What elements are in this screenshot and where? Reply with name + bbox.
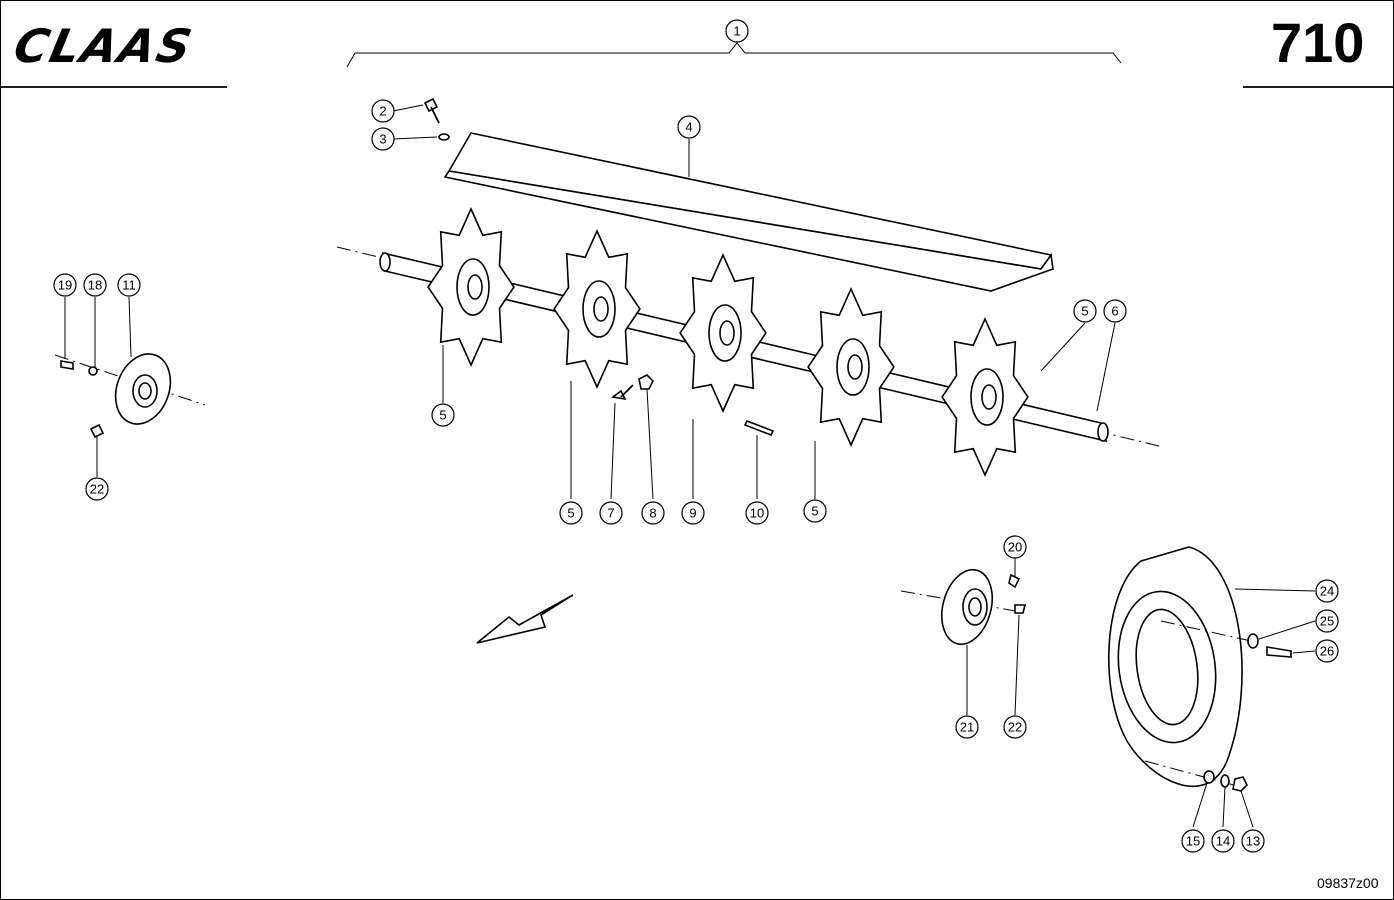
- callout-c10: 10: [745, 501, 769, 525]
- callout-c22b: 22: [1003, 715, 1027, 739]
- callout-c9: 9: [681, 501, 705, 525]
- drawing-code: 09837z00: [1317, 875, 1379, 891]
- callout-c5a: 5: [431, 403, 455, 427]
- callout-c7: 7: [599, 501, 623, 525]
- callout-c14: 14: [1211, 829, 1235, 853]
- callout-label: 21: [960, 720, 974, 735]
- callout-label: 26: [1320, 644, 1334, 659]
- callout-c19: 19: [53, 273, 77, 297]
- callout-label: 18: [88, 278, 102, 293]
- callout-label: 1: [733, 24, 740, 39]
- sprocket-wheel: [427, 207, 515, 367]
- callout-label: 20: [1008, 540, 1022, 555]
- bolt-item-2: [423, 97, 440, 124]
- callout-label: 5: [439, 408, 446, 423]
- right-bearing-flange: [900, 568, 1028, 646]
- callout-label: 13: [1246, 834, 1260, 849]
- callout-c22a: 22: [85, 477, 109, 501]
- callout-c5b: 5: [559, 501, 583, 525]
- callout-label: 24: [1320, 584, 1334, 599]
- callout-c25: 25: [1315, 609, 1339, 633]
- callout-c26: 26: [1315, 639, 1339, 663]
- callout-c18: 18: [83, 273, 107, 297]
- nut-item-8: [638, 374, 654, 390]
- direction-arrow: [476, 594, 574, 644]
- callout-label: 22: [1008, 720, 1022, 735]
- callout-label: 8: [649, 506, 656, 521]
- callout-c6: 6: [1103, 299, 1127, 323]
- callout-label: 4: [685, 120, 692, 135]
- bolt-item-7: [611, 384, 634, 401]
- callout-label: 25: [1320, 614, 1334, 629]
- assembly-bracket: [346, 42, 1122, 68]
- sprocket-wheels: [427, 207, 1029, 477]
- sprocket-wheel: [679, 253, 767, 413]
- key-item-10: [743, 419, 775, 437]
- callout-c13: 13: [1241, 829, 1265, 853]
- callout-c8: 8: [641, 501, 665, 525]
- callout-label: 11: [122, 278, 136, 293]
- callout-c11: 11: [117, 273, 141, 297]
- callout-c2: 2: [371, 99, 395, 123]
- callout-label: 10: [750, 506, 764, 521]
- callout-label: 3: [379, 132, 386, 147]
- callout-c24: 24: [1315, 579, 1339, 603]
- callout-label: 6: [1111, 304, 1118, 319]
- sprocket-wheel: [941, 317, 1029, 477]
- callout-label: 5: [1081, 304, 1088, 319]
- callout-label: 19: [58, 278, 72, 293]
- callout-c5d: 5: [803, 499, 827, 523]
- callout-label: 22: [90, 482, 104, 497]
- callout-bubbles: 1 2 3 4 5 5 5 5 6 7 8 9 10 11 18 19 22 20 21 22 24 25 26 15 14 13: [53, 19, 1339, 853]
- callout-c5c: 5: [1073, 299, 1097, 323]
- callout-c3: 3: [371, 127, 395, 151]
- page-number: 710: [1271, 11, 1365, 74]
- sprocket-wheel: [807, 287, 895, 447]
- cover-plate: [443, 132, 1054, 292]
- callout-label: 2: [379, 104, 386, 119]
- sprocket-wheel: [553, 229, 641, 389]
- callout-label: 5: [811, 504, 818, 519]
- callout-c1: 1: [725, 19, 749, 43]
- callout-label: 5: [567, 506, 574, 521]
- left-bearing-flange: [54, 353, 206, 439]
- callout-c20: 20: [1003, 535, 1027, 559]
- callout-label: 7: [607, 506, 614, 521]
- callout-label: 9: [689, 506, 696, 521]
- callout-c21: 21: [955, 715, 979, 739]
- callout-label: 15: [1186, 834, 1200, 849]
- callout-c4: 4: [677, 115, 701, 139]
- leader-lines: [64, 104, 1316, 828]
- guard-disc: [1108, 546, 1292, 792]
- washer-item-3: [438, 133, 450, 141]
- callout-label: 14: [1216, 834, 1230, 849]
- callout-c15: 15: [1181, 829, 1205, 853]
